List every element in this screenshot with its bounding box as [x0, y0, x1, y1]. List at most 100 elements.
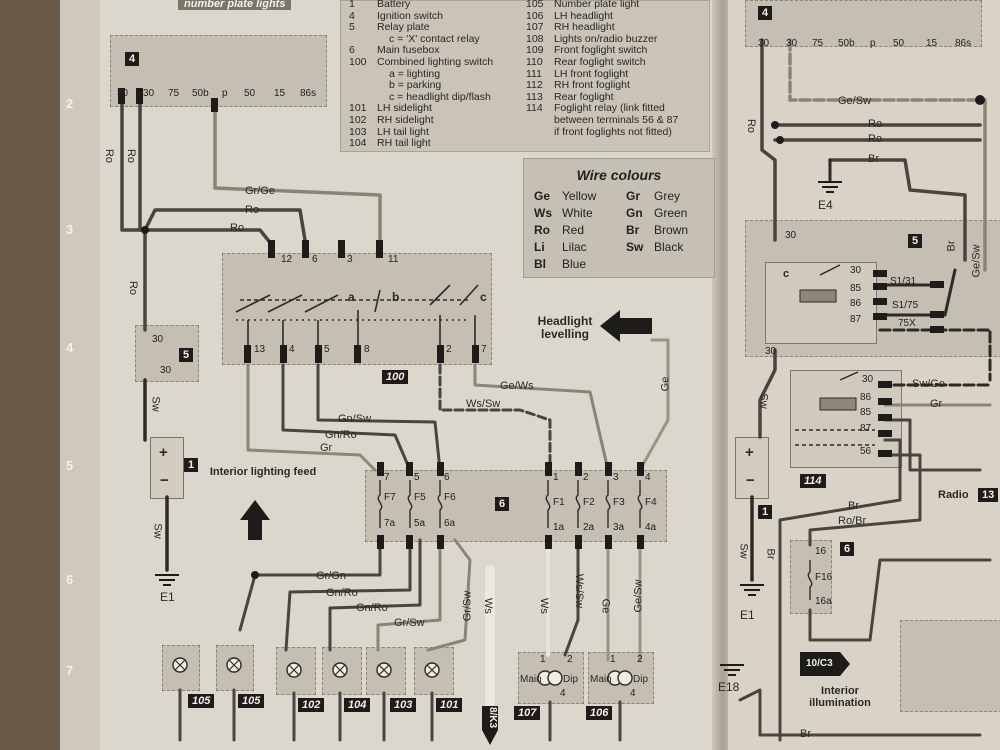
wire-s1-75	[873, 268, 957, 317]
wire-label: Sw	[149, 396, 162, 412]
wire-gn-ro	[281, 363, 412, 472]
fuse-name: F4	[645, 497, 657, 508]
earth-label: E1	[160, 590, 175, 604]
fuse-name: F7	[384, 492, 396, 503]
fuse-bottom: 2a	[583, 522, 595, 533]
switch-terminal: 13	[254, 344, 266, 355]
ignition-switch-tag: 4	[125, 52, 140, 66]
switch-terminal: 6	[312, 254, 318, 265]
fuse-name: F16	[815, 572, 833, 583]
wire-label: Ge/Ws	[500, 380, 534, 392]
ignition-terminal: 50	[244, 88, 256, 99]
relay-connector: S1/75	[892, 300, 919, 311]
headlight-pin: 4	[630, 688, 636, 699]
grid-number: 6	[66, 572, 74, 587]
wire-label: Gn/Ro	[325, 429, 357, 441]
headlight-dip-label: Dip	[563, 674, 579, 685]
fuse-bottom: 1a	[553, 522, 565, 533]
switch-terminal: 2	[446, 344, 452, 355]
fuse-top: 16	[815, 546, 827, 557]
headlight-tag: 106	[586, 706, 613, 720]
battery-tag: 1	[184, 458, 199, 472]
wire-label: Ro	[230, 222, 245, 234]
fuse-bottom: 16a	[815, 596, 832, 607]
wire-label: Ws	[537, 598, 550, 614]
wire-label: Ge/Sw	[632, 579, 645, 613]
switch-terminal: 4	[289, 344, 295, 355]
x-contact-relay	[765, 262, 877, 344]
wire-br	[738, 688, 982, 737]
ignition-terminal: p	[222, 88, 228, 99]
headlight-levelling-label: Headlight levelling	[537, 314, 593, 341]
ignition-terminal: 15	[926, 38, 938, 49]
grid-number: 4	[66, 340, 74, 355]
legend-item: a = lighting	[389, 67, 441, 80]
fuse-name: F1	[553, 497, 565, 508]
ignition-terminal: 50	[893, 38, 905, 49]
switch-terminal: 8	[364, 344, 370, 355]
wire-85	[883, 418, 982, 472]
fuse-top: 1	[553, 472, 559, 483]
battery-minus: −	[160, 472, 169, 489]
radio-label: Radio	[938, 489, 969, 501]
earth-label: E4	[818, 198, 833, 212]
headlight-main-label: Main	[520, 674, 542, 685]
wire-ge-ws	[473, 363, 610, 472]
headlight-dip-label: Dip	[633, 674, 649, 685]
grid-number: 5	[66, 458, 74, 473]
ignition-terminal: 30	[143, 88, 155, 99]
wire-label: Sw	[757, 393, 770, 409]
relay-feed: 30	[765, 346, 777, 357]
battery-plus: +	[745, 444, 754, 461]
fuse-bottom: 3a	[613, 522, 625, 533]
fuse-bottom: 4a	[645, 522, 657, 533]
headlight-pin: 2	[567, 654, 573, 665]
switch-section-c: c	[480, 290, 487, 304]
ignition-terminal: 50b	[838, 38, 855, 49]
wire-gn-ro	[328, 538, 422, 652]
ignition-terminal: 30	[786, 38, 798, 49]
legend-item: between terminals 56 & 87	[554, 113, 679, 126]
wire-label: Gr/Gn	[316, 570, 346, 582]
grid-number: 2	[66, 96, 74, 111]
wire-label: Gn/Ro	[356, 602, 388, 614]
wire-label: Sw/Ge	[912, 378, 946, 390]
fuse-top: 3	[613, 472, 619, 483]
fuse-name: F2	[583, 497, 595, 508]
ignition-terminal: 30	[117, 88, 129, 99]
switch-terminal: 7	[481, 344, 487, 355]
wire-label: Br	[945, 240, 958, 252]
earth-label: E18	[718, 680, 740, 694]
wire-label: Gr	[320, 442, 333, 454]
headlight-pin: 1	[610, 654, 616, 665]
wire-label: Gn/Ro	[326, 587, 358, 599]
wire-label: Ro	[245, 204, 260, 216]
legend-item: if front foglights not fitted)	[554, 125, 672, 138]
ignition-terminal: 30	[758, 38, 770, 49]
fuse-name: F3	[613, 497, 625, 508]
lighting-switch-tag: 100	[382, 370, 409, 384]
wire-gn-ro	[284, 538, 412, 652]
ignition-terminal: p	[870, 38, 876, 49]
fusebox-tag: 6	[495, 497, 510, 511]
relay-terminal: 86	[850, 298, 862, 309]
ignition-terminal: 86s	[300, 88, 317, 99]
wire-label: Ro	[745, 118, 758, 134]
wire-label: Ge/Sw	[970, 244, 983, 278]
earth-label: E1	[740, 608, 755, 622]
fuse-bottom: 5a	[414, 518, 426, 529]
